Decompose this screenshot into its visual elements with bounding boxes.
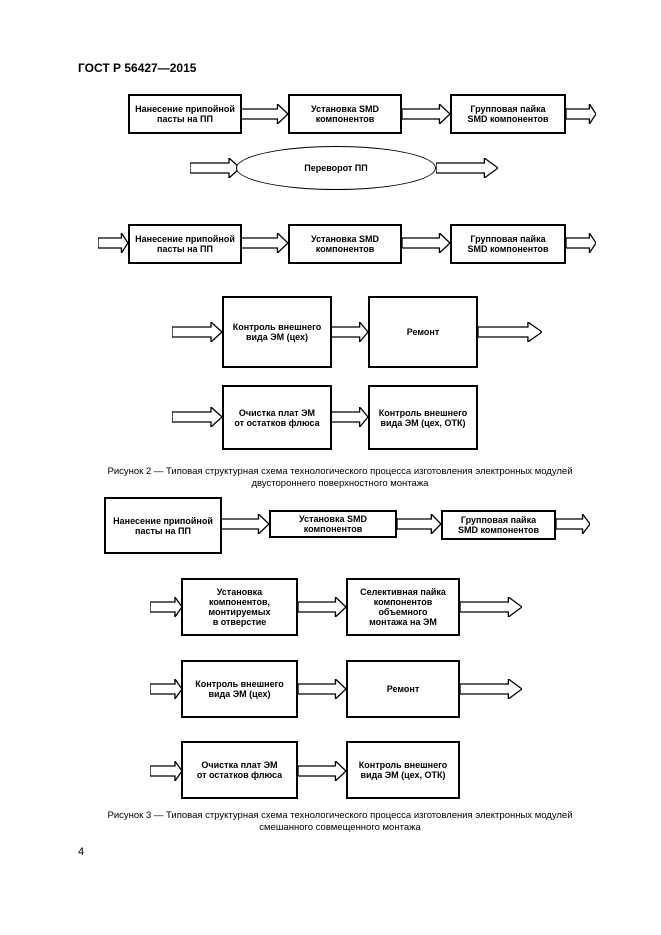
step-smd-placement: Установка SMD компонентов	[288, 94, 402, 134]
arrow	[240, 233, 288, 253]
document-header: ГОСТ Р 56427—2015	[78, 61, 197, 75]
step-flux-cleaning: Очистка плат ЭМ от остатков флюса	[222, 385, 332, 450]
figure-caption: Рисунок 2 — Типовая структурная схема те…	[107, 466, 573, 489]
step-repair: Ремонт	[368, 296, 478, 368]
arrow	[298, 679, 346, 699]
step-visual-inspection: Контроль внешнего вида ЭМ (цех)	[181, 660, 298, 718]
arrow	[190, 158, 240, 178]
step-repair: Ремонт	[346, 660, 460, 718]
step-smd-placement: Установка SMD компонентов	[269, 510, 397, 538]
arrow	[172, 407, 222, 427]
step-visual-inspection: Контроль внешнего вида ЭМ (цех)	[222, 296, 332, 368]
arrow	[150, 761, 182, 781]
step-group-soldering: Групповая пайка SMD компонентов	[450, 224, 566, 264]
arrow	[240, 104, 288, 124]
arrow	[150, 597, 182, 617]
arrow	[98, 233, 128, 253]
arrow	[150, 679, 182, 699]
step-flux-cleaning: Очистка плат ЭМ от остатков флюса	[181, 741, 298, 799]
step-tht-placement: Установка компонентов, монтируемых в отв…	[181, 578, 298, 636]
step-group-soldering: Групповая пайка SMD компонентов	[450, 94, 566, 134]
step-solder-paste: Нанесение припойной пасты на ПП	[128, 94, 242, 134]
arrow	[460, 597, 522, 617]
step-solder-paste: Нанесение припойной пасты на ПП	[128, 224, 242, 264]
arrow	[556, 514, 590, 534]
arrow	[566, 104, 596, 124]
page-number: 4	[78, 846, 85, 858]
step-solder-paste: Нанесение припойной пасты на ПП	[104, 497, 222, 554]
step-final-inspection: Контроль внешнего вида ЭМ (цех, ОТК)	[346, 741, 460, 799]
figure-caption: Рисунок 3 — Типовая структурная схема те…	[107, 810, 573, 833]
arrow	[478, 322, 542, 342]
arrow	[402, 104, 450, 124]
arrow	[397, 514, 441, 534]
arrow	[298, 597, 346, 617]
step-selective-soldering: Селективная пайка компонентов объемного …	[346, 578, 460, 636]
arrow	[460, 679, 522, 699]
arrow	[330, 322, 368, 342]
arrow	[436, 158, 498, 178]
step-group-soldering: Групповая пайка SMD компонентов	[441, 510, 556, 540]
arrow	[402, 233, 450, 253]
arrow	[330, 407, 368, 427]
arrow	[172, 322, 222, 342]
arrow	[221, 514, 269, 534]
arrow	[566, 233, 596, 253]
step-board-flip: Переворот ПП	[236, 146, 436, 190]
step-smd-placement: Установка SMD компонентов	[288, 224, 402, 264]
arrow	[298, 761, 346, 781]
step-final-inspection: Контроль внешнего вида ЭМ (цех, ОТК)	[368, 385, 478, 450]
